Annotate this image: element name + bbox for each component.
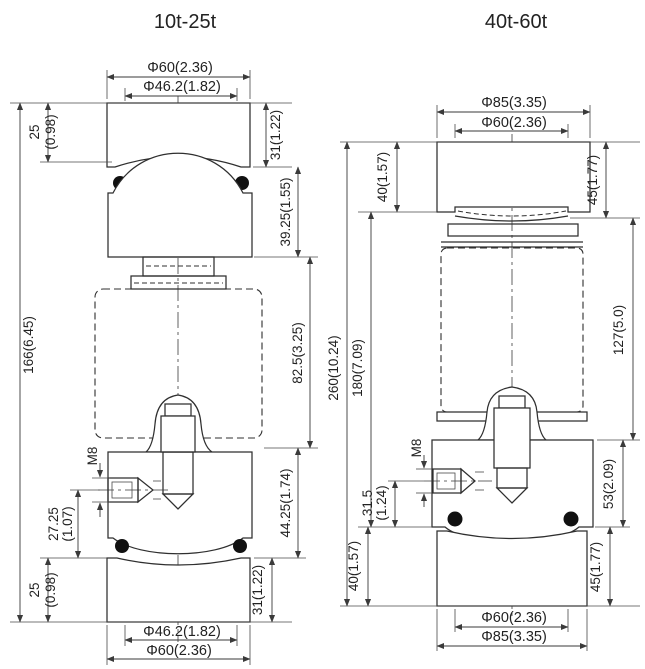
dim-top-inner-dia: Φ46.2(1.82) [143,79,221,95]
lower-block [107,451,253,555]
upper-rocker-block [107,152,253,258]
threaded-stud [160,403,196,510]
dim-top-plate-height-inch: (0.98) [43,114,58,149]
o-ring [115,539,129,553]
dim-right-top-plate: 45(1.77) [585,155,600,205]
dim-top-outer-dia: Φ85(3.35) [481,95,547,111]
o-ring [233,539,247,553]
dim-bottom-plate-height: 25 [27,582,42,597]
dim-screw-offset: 31.5 [360,490,375,516]
dim-screw-offset: 27.25 [46,507,61,541]
dim-top-plate-height: 40(1.57) [375,152,390,202]
assembly-title-right: 40t-60t [485,11,548,33]
dim-right-bottom-plate: 31(1.22) [250,565,265,615]
dim-top-inner-dia: Φ60(2.36) [481,115,547,131]
top-plate [436,141,591,222]
dim-right-cell-body: 127(5.0) [611,305,626,355]
dim-top-outer-dia: Φ60(2.36) [147,60,213,76]
assembly-title-left: 10t-25t [154,11,217,33]
m8-set-screw [424,467,492,495]
o-ring [447,511,463,527]
threaded-stud [493,395,531,504]
dim-screw-offset-inch: (1.24) [374,485,389,520]
dim-bottom-outer-dia: Φ60(2.36) [146,643,212,659]
assembly-10t-25t: 10t-25t [10,11,318,665]
dim-bottom-plate-height-inch: (0.98) [43,572,58,607]
thread-label: M8 [409,439,424,458]
dimension-lines: Φ85(3.35) Φ60(2.36) 40(1.57) 260(10.24) … [326,95,640,651]
load-button-boss [130,256,227,290]
dim-bottom-plate-height: 40(1.57) [346,541,361,591]
bottom-plate [106,557,251,623]
m8-set-screw [98,476,170,504]
assembly-40t-60t: 40t-60t [326,11,640,651]
dim-right-upper-block: 39.25(1.55) [278,177,293,246]
dim-bottom-inner-dia: Φ60(2.36) [481,610,547,626]
dim-screw-offset-inch: (1.07) [60,506,75,541]
o-ring [563,511,579,527]
dim-right-lower-block: 53(2.09) [601,459,616,509]
dim-total-height: 166(6.45) [21,316,36,374]
dim-mid-height: 180(7.09) [350,339,365,397]
load-button-flange [441,223,583,248]
dim-right-top-plate: 31(1.22) [268,110,283,160]
stud-bore [158,453,198,501]
dim-top-plate-height: 25 [27,124,42,139]
dimension-lines: Φ60(2.36) Φ46.2(1.82) 25 (0.98) 166(6.45… [10,60,318,665]
dim-right-cell-body: 82.5(3.25) [290,322,305,384]
bottom-plate [436,530,588,607]
dim-bottom-inner-dia: Φ46.2(1.82) [143,624,221,640]
dim-right-lower-block: 44.25(1.74) [278,468,293,537]
dim-total-height: 260(10.24) [326,335,341,400]
thread-label: M8 [85,447,100,466]
dim-right-bottom-plate: 45(1.77) [588,542,603,592]
dim-bottom-outer-dia: Φ85(3.35) [481,629,547,645]
